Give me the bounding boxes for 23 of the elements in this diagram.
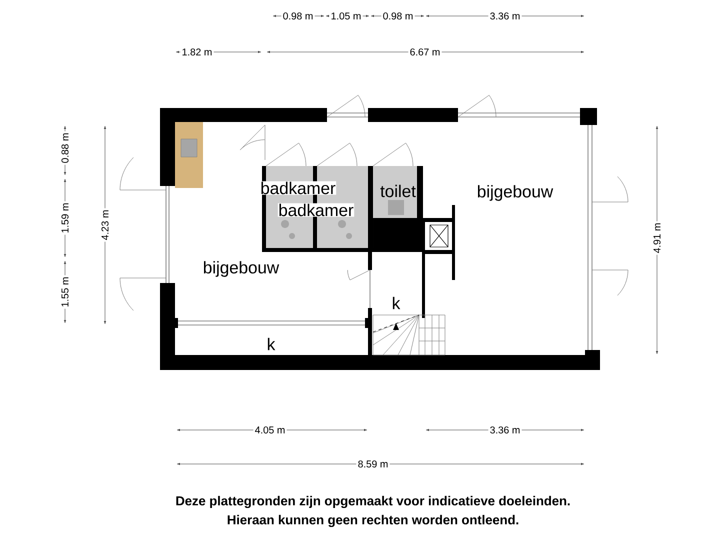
dimension-label: 8.59 m <box>356 458 390 470</box>
room-label: k <box>392 296 400 310</box>
room-label: toilet <box>380 184 416 198</box>
room-label: badkamer <box>278 203 354 217</box>
dimension-label: 3.36 m <box>488 10 522 22</box>
dimension-label: 4.91 m <box>652 221 662 255</box>
room-label: k <box>268 338 276 350</box>
dimension-label: 6.67 m <box>408 46 442 58</box>
dimension-label: 1.82 m <box>180 46 214 58</box>
dimension-label: 0.98 m <box>381 10 415 22</box>
disclaimer-text: Deze plattegronden zijn opgemaakt voor indicatieve doeleinden. <box>176 496 570 508</box>
disclaimer-text: Hieraan kunnen geen rechten worden ontleend. <box>228 514 518 528</box>
dimension-label: 0.98 m <box>281 10 315 22</box>
dimension-label: 1.05 m <box>329 10 363 22</box>
dimension-label: 0.88 m <box>60 131 70 165</box>
dimension-label: 3.36 m <box>488 424 522 436</box>
dimension-label: 4.23 m <box>100 208 110 242</box>
dimension-label: 4.05 m <box>253 424 287 436</box>
room-label: bijgebouw <box>204 261 280 277</box>
room-label: badkamer <box>260 181 336 195</box>
room-label: bijgebouw <box>478 185 554 201</box>
dimension-label: 1.59 m <box>60 201 70 235</box>
dimension-label: 1.55 m <box>60 275 70 309</box>
